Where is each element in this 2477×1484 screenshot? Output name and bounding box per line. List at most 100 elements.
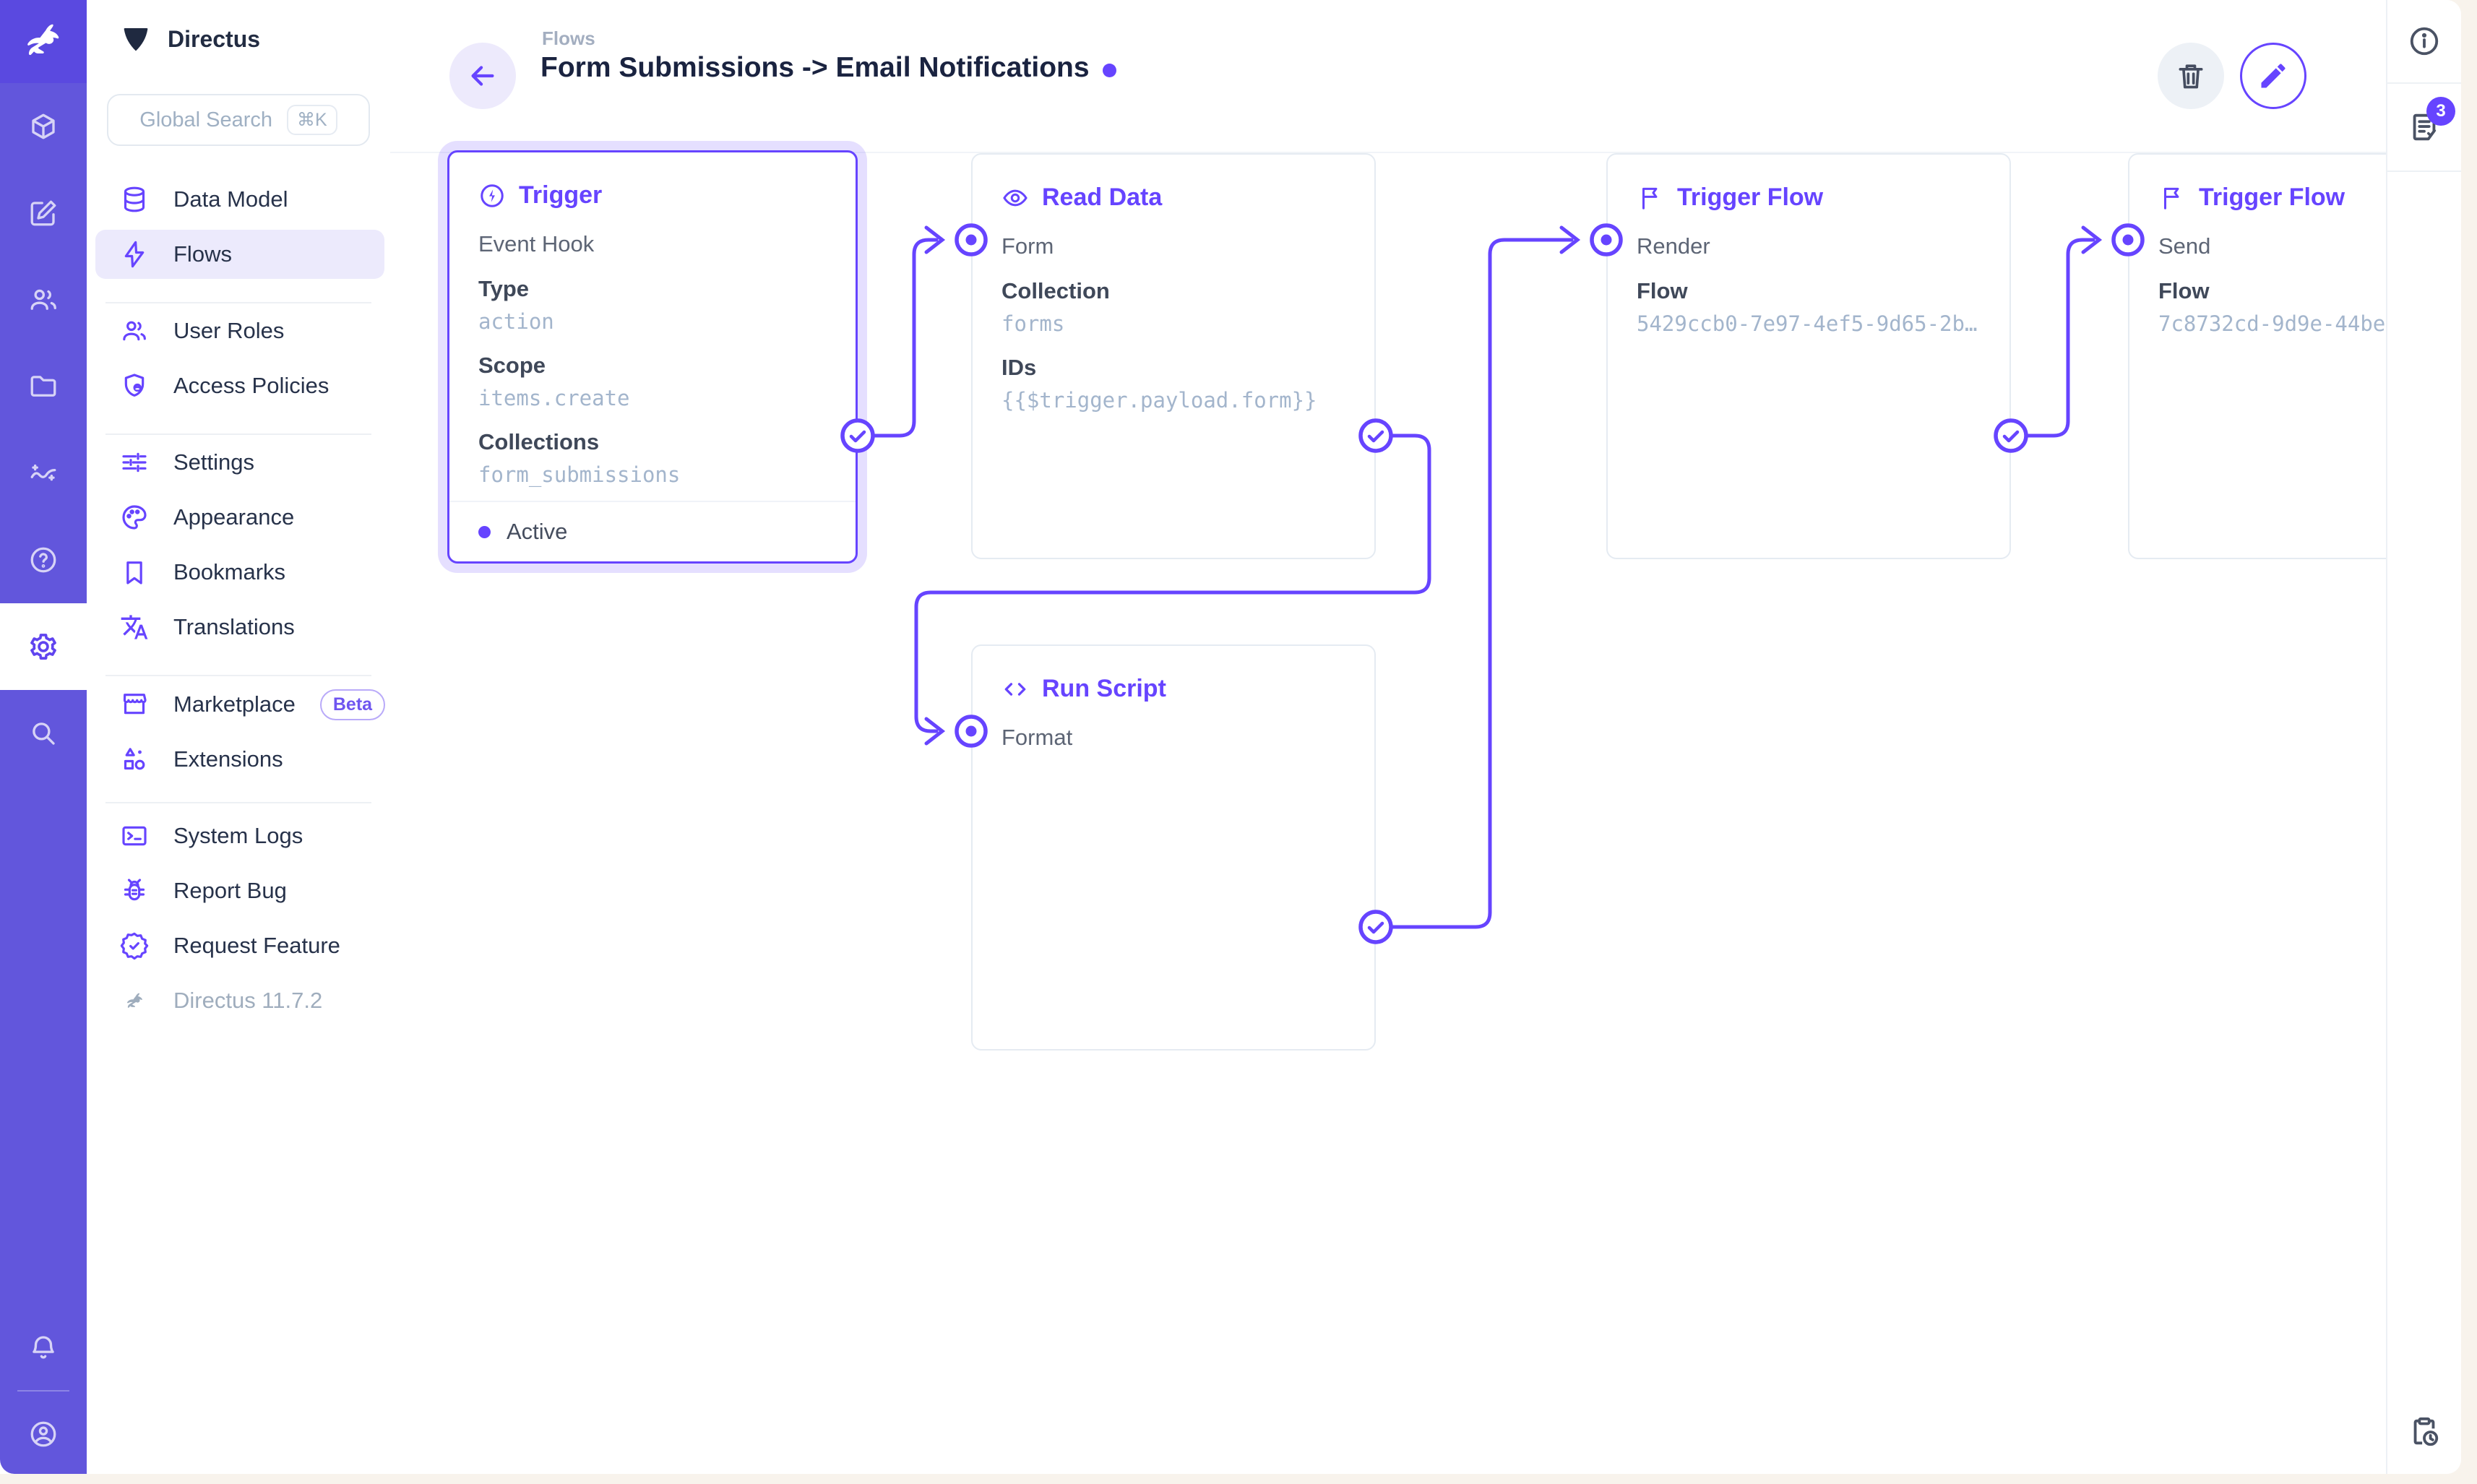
- box-icon: [32, 113, 55, 139]
- field-value: form_submissions: [478, 462, 681, 487]
- flow-canvas-area: Flows Form Submissions -> Email Notifica…: [390, 0, 2386, 1474]
- panel-title: Read Data: [1042, 184, 1163, 211]
- back-button[interactable]: [449, 43, 516, 109]
- field-label: Collection: [1001, 278, 1110, 303]
- right-sidebar-rail: 3: [2386, 0, 2461, 1474]
- module-files-button[interactable]: [0, 343, 87, 430]
- logs-sidebar-button[interactable]: 3: [2387, 84, 2461, 171]
- search-shortcut-badge: ⌘K: [287, 105, 337, 135]
- pencil-icon: [2261, 64, 2286, 88]
- field-label: IDs: [1001, 355, 1037, 380]
- panel-title: Trigger: [519, 181, 603, 209]
- module-help-button[interactable]: [0, 517, 87, 603]
- notifications-button[interactable]: [0, 1304, 87, 1391]
- storefront-icon: [120, 690, 149, 719]
- sliders-icon: [120, 448, 149, 477]
- module-insights-button[interactable]: [0, 430, 87, 517]
- palette-icon: [120, 503, 149, 532]
- sidebar-item-settings[interactable]: Settings: [95, 438, 384, 487]
- global-search-input[interactable]: Global Search ⌘K: [107, 94, 370, 146]
- flag-icon: [2163, 187, 2179, 210]
- sidebar-item-extensions[interactable]: Extensions: [95, 735, 384, 784]
- bolt-icon: [120, 240, 149, 269]
- page-title-text: Form Submissions -> Email Notifications: [540, 52, 1090, 83]
- field-value: action: [478, 309, 554, 334]
- module-editor-button[interactable]: [0, 170, 87, 256]
- flag-icon: [1642, 187, 1658, 210]
- delete-flow-button[interactable]: [2158, 43, 2224, 109]
- terminal-icon: [120, 821, 149, 850]
- sidebar-item-label: Extensions: [173, 746, 283, 772]
- field-label: Scope: [478, 353, 546, 378]
- info-sidebar-button[interactable]: [2387, 0, 2461, 82]
- flow-panel-trigger[interactable]: Trigger Event Hook Type action Scope ite…: [447, 150, 858, 564]
- sidebar-item-translations[interactable]: Translations: [95, 603, 384, 652]
- folder-icon: [30, 376, 56, 397]
- beta-badge: Beta: [319, 689, 386, 720]
- shapes-icon: [120, 745, 149, 774]
- search-icon: [33, 722, 55, 745]
- field-label: Collections: [478, 429, 600, 454]
- sidebar-item-label: Translations: [173, 614, 295, 639]
- sidebar-item-system-logs[interactable]: System Logs: [95, 811, 384, 860]
- user-circle-icon: [30, 1421, 56, 1447]
- rail-divider: [17, 1390, 69, 1392]
- sidebar-item-data-model[interactable]: Data Model: [95, 175, 384, 224]
- module-search-button[interactable]: [0, 690, 87, 777]
- sidebar-item-request-feature[interactable]: Request Feature: [95, 921, 384, 970]
- bolt-circle-icon: [481, 184, 504, 207]
- nav-divider: [105, 302, 371, 303]
- navigation-sidebar: Directus Global Search ⌘K Data Model Flo…: [87, 0, 390, 1474]
- rail-separator: [2387, 82, 2461, 84]
- revisions-button[interactable]: [2387, 1396, 2461, 1468]
- sidebar-item-bookmarks[interactable]: Bookmarks: [95, 548, 384, 597]
- flow-panel-trigger-flow-send[interactable]: Trigger Flow Send Flow 7c8732cd-9d9e-44b…: [2128, 153, 2386, 559]
- panel-title: Trigger Flow: [2199, 184, 2345, 211]
- sidebar-item-label: User Roles: [173, 318, 285, 343]
- edit-flow-button[interactable]: [2240, 43, 2306, 109]
- rail-separator: [2387, 171, 2461, 172]
- field-value: forms: [1001, 311, 1065, 336]
- field-label: Flow: [2158, 278, 2210, 303]
- sidebar-item-flows[interactable]: Flows: [95, 230, 384, 279]
- module-users-button[interactable]: [0, 256, 87, 343]
- input-port-label: Render: [1637, 233, 1710, 259]
- header-divider: [390, 152, 2386, 153]
- module-content-button[interactable]: [0, 83, 87, 170]
- field-label: Flow: [1637, 278, 1688, 303]
- sidebar-item-marketplace[interactable]: Marketplace Beta: [95, 680, 386, 729]
- sidebar-item-user-roles[interactable]: User Roles: [95, 306, 384, 355]
- project-header[interactable]: Directus: [87, 0, 390, 55]
- sidebar-item-appearance[interactable]: Appearance: [95, 493, 384, 542]
- gear-icon: [30, 634, 56, 660]
- breadcrumb[interactable]: Flows: [542, 27, 595, 49]
- shield-user-icon: [120, 371, 149, 400]
- field-value: 7c8732cd-9d9e-44be: [2158, 311, 2386, 336]
- nav-divider: [105, 802, 371, 803]
- directus-logo-tile[interactable]: [0, 0, 87, 83]
- field-value: 5429ccb0-7e97-4ef5-9d65-2b…: [1637, 311, 1978, 336]
- sidebar-item-report-bug[interactable]: Report Bug: [95, 866, 384, 915]
- help-icon: [30, 547, 56, 573]
- user-menu-button[interactable]: [0, 1391, 87, 1474]
- sidebar-item-label: Bookmarks: [173, 559, 286, 584]
- panel-title: Run Script: [1042, 675, 1166, 702]
- trigger-subtitle: Event Hook: [478, 231, 595, 256]
- badge-check-icon: [120, 931, 149, 960]
- sidebar-item-access-policies[interactable]: Access Policies: [95, 361, 384, 410]
- flow-panel-trigger-flow-render[interactable]: Trigger Flow Render Flow 5429ccb0-7e97-4…: [1606, 153, 2011, 559]
- sidebar-item-label: Flows: [173, 241, 232, 267]
- flow-panel-run-script[interactable]: Run Script Format: [971, 644, 1376, 1051]
- database-icon: [120, 185, 149, 214]
- sidebar-item-label: Request Feature: [173, 933, 340, 958]
- version-label: Directus 11.7.2: [173, 988, 323, 1013]
- sidebar-item-label: Marketplace: [173, 691, 296, 717]
- module-settings-button[interactable]: [0, 603, 87, 690]
- page-title: Form Submissions -> Email Notifications: [540, 52, 1116, 84]
- active-status-label: Active: [507, 519, 568, 544]
- directus-mark-icon: [124, 27, 148, 51]
- active-status-dot: [478, 525, 491, 538]
- flow-panel-read-data[interactable]: Read Data Form Collection forms IDs {{$t…: [971, 153, 1376, 559]
- people-icon: [30, 289, 56, 310]
